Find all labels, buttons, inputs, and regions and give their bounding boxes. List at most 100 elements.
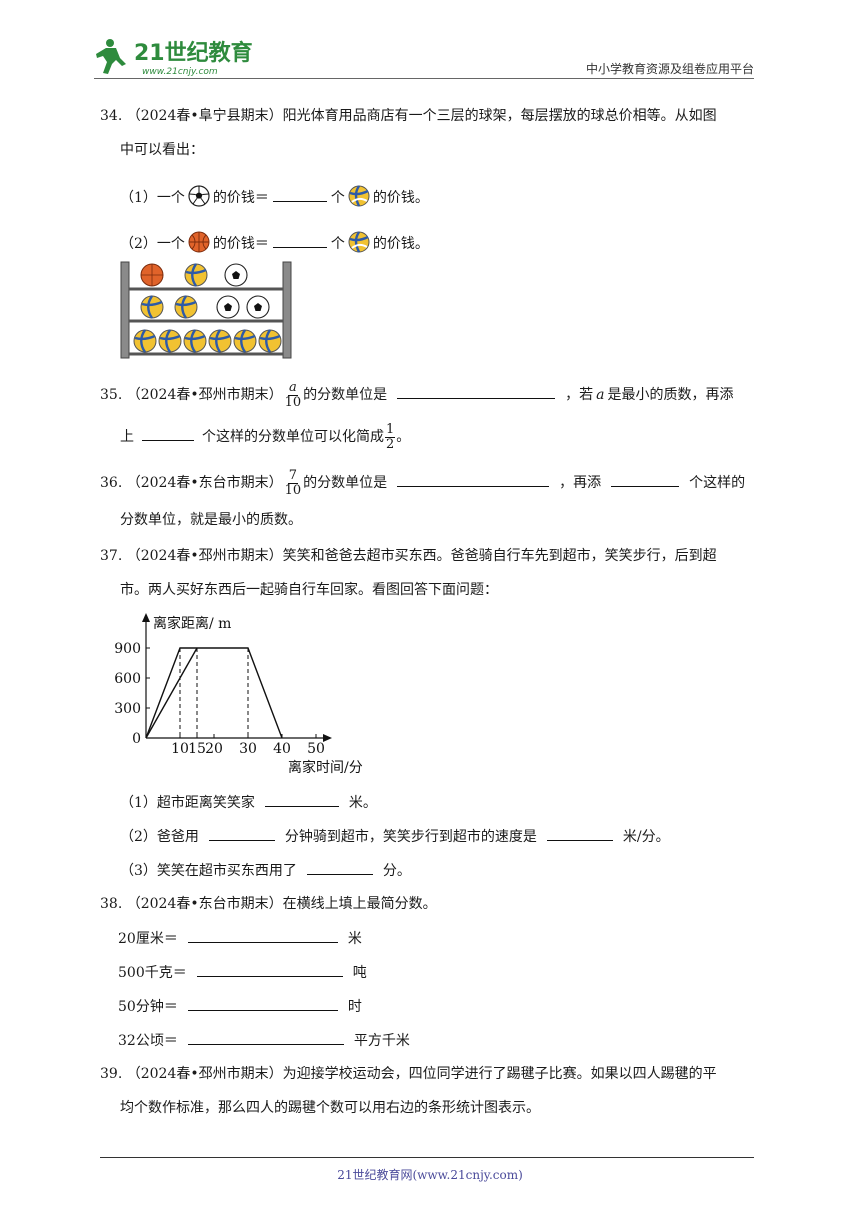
- y-tick-label: 600: [114, 671, 141, 687]
- rack-right-post: [282, 261, 292, 359]
- volleyball-ball: [233, 329, 257, 353]
- q38-row3-blank[interactable]: [187, 996, 338, 1011]
- q39-text-1: 为迎接学校运动会，四位同学进行了踢毽子比赛。如果以四人踢毽的平: [282, 1066, 717, 1082]
- volleyball-ball: [140, 295, 164, 319]
- q38-row-4: 32公顷＝ 平方千米: [118, 1030, 410, 1051]
- header-divider: [94, 78, 754, 79]
- q37-p1-b: 米。: [348, 795, 377, 811]
- q38-source: （2024春•东台市期末）: [126, 896, 283, 912]
- soccer-ball-icon: [188, 185, 210, 207]
- q38-row1-left: 20厘米＝: [118, 931, 178, 947]
- q37-p2-c: 米/分。: [622, 829, 670, 845]
- q37-p1-blank[interactable]: [264, 792, 339, 807]
- y-tick-label: 300: [114, 701, 141, 717]
- q37-line2: 市。两人买好东西后一起骑自行车回家。看图回答下面问题：: [120, 582, 498, 598]
- q37-text-1: 笑笑和爸爸去超市买东西。爸爸骑自行车先到超市，笑笑步行，后到超: [282, 548, 717, 564]
- basketball-ball: [140, 263, 164, 287]
- x-tick-label: 20: [205, 741, 223, 757]
- q35-l2-prefix: 上: [120, 429, 134, 445]
- y-tick-label: 0: [132, 731, 141, 747]
- q38-row4-unit: 平方千米: [353, 1033, 410, 1049]
- q35-half-num: 1: [385, 421, 396, 438]
- q34-p1-suffix: 的价钱。: [372, 190, 429, 206]
- y-axis-label: 离家距离/ m: [153, 615, 231, 632]
- q39-source: （2024春•邳州市期末）: [126, 1066, 283, 1082]
- q36-number: 36.: [100, 475, 123, 491]
- q37-part1: （1）超市距离笑笑家 米。: [120, 792, 377, 813]
- q36-blank-2[interactable]: [611, 472, 680, 487]
- q38-row3-unit: 时: [347, 999, 362, 1015]
- q34-source: （2024春•阜宁县期末）: [126, 108, 283, 124]
- q37-p3-blank[interactable]: [306, 860, 373, 875]
- q34-p2-mid: 的价钱＝: [212, 236, 269, 252]
- q35-source: （2024春•邳州市期末）: [126, 387, 283, 403]
- q34-part2: （2）一个 的价钱＝ 个 的价钱。: [120, 230, 429, 254]
- q34-p1-mid: 的价钱＝: [212, 190, 269, 206]
- q38-row2-unit: 吨: [352, 965, 367, 981]
- q38-row-2: 500千克＝ 吨: [118, 962, 367, 983]
- q35-l2-mid: 个这样的分数单位可以化简成: [202, 429, 384, 445]
- q38-row4-blank[interactable]: [187, 1030, 344, 1045]
- x-tick-label: 30: [239, 741, 257, 757]
- q38-row1-blank[interactable]: [187, 928, 338, 943]
- q34-p2-suffix: 的价钱。: [372, 236, 429, 252]
- volleyball-icon: [348, 231, 370, 253]
- q35-blank-1[interactable]: [397, 384, 556, 399]
- x-tick-label: 10: [171, 741, 189, 757]
- soccer-ball: [224, 263, 248, 287]
- q34-p1-unit: 个: [330, 190, 345, 206]
- q38-row2-left: 500千克＝: [118, 965, 187, 981]
- q36-frac-den: 10: [284, 482, 302, 498]
- q34-number: 34.: [100, 108, 123, 124]
- q35-frac-den: 10: [284, 394, 302, 410]
- q34-p2-prefix: （2）一个: [120, 236, 185, 252]
- q34-p2-unit: 个: [330, 236, 345, 252]
- volleyball-ball: [183, 329, 207, 353]
- q38-row4-left: 32公顷＝: [118, 1033, 178, 1049]
- q34-part1: （1）一个的价钱＝个的价钱。: [120, 184, 429, 208]
- q36-text-a: 的分数单位是: [303, 475, 388, 491]
- q34-p1-blank[interactable]: [272, 187, 327, 202]
- ball-rack-figure: [120, 261, 292, 359]
- x-tick-label: 40: [273, 741, 291, 757]
- q35-text-b: ，若: [565, 387, 594, 403]
- q37-p1-a: （1）超市距离笑笑家: [120, 795, 255, 811]
- q38-row1-unit: 米: [347, 931, 362, 947]
- x-axis-arrow: [323, 734, 332, 742]
- series-line-1: [145, 647, 283, 739]
- volleyball-icon: [348, 185, 370, 207]
- volleyball-ball: [184, 263, 208, 287]
- q37-p3-a: （3）笑笑在超市买东西用了: [120, 863, 297, 879]
- q36-blank-1[interactable]: [397, 472, 550, 487]
- q36-source: （2024春•东台市期末）: [126, 475, 283, 491]
- q37-p2-a: （2）爸爸用: [120, 829, 199, 845]
- q37-p2-blank-1[interactable]: [208, 826, 275, 841]
- footer-divider: [100, 1157, 754, 1158]
- q36-text-c: 个这样的: [689, 475, 746, 491]
- q37-line1: 37. （2024春•邳州市期末）笑笑和爸爸去超市买东西。爸爸骑自行车先到超市，…: [100, 546, 717, 566]
- q35-blank-2[interactable]: [142, 426, 194, 441]
- q35-number: 35.: [100, 387, 123, 403]
- soccer-ball: [216, 295, 240, 319]
- q37-source: （2024春•邳州市期末）: [126, 548, 283, 564]
- volleyball-ball: [158, 329, 182, 353]
- q36-line2: 分数单位，就是最小的质数。: [120, 512, 302, 528]
- q35-l2-end: 。: [396, 429, 411, 445]
- y-axis-arrow: [142, 613, 150, 622]
- soccer-ball: [246, 295, 270, 319]
- q35-var-a: a: [596, 387, 605, 403]
- basketball-icon: [188, 231, 210, 253]
- q38-row-1: 20厘米＝ 米: [118, 928, 362, 949]
- q36-frac-num: 7: [287, 467, 299, 484]
- q39-number: 39.: [100, 1066, 123, 1082]
- q34-text-1: 阳光体育用品商店有一个三层的球架，每层摆放的球总价相等。从如图: [282, 108, 717, 124]
- q38-row2-blank[interactable]: [196, 962, 343, 977]
- q37-p2-blank-2[interactable]: [546, 826, 613, 841]
- q35-text-c: 是最小的质数，再添: [607, 387, 734, 403]
- volleyball-ball: [174, 295, 198, 319]
- q34-p2-blank[interactable]: [272, 233, 327, 248]
